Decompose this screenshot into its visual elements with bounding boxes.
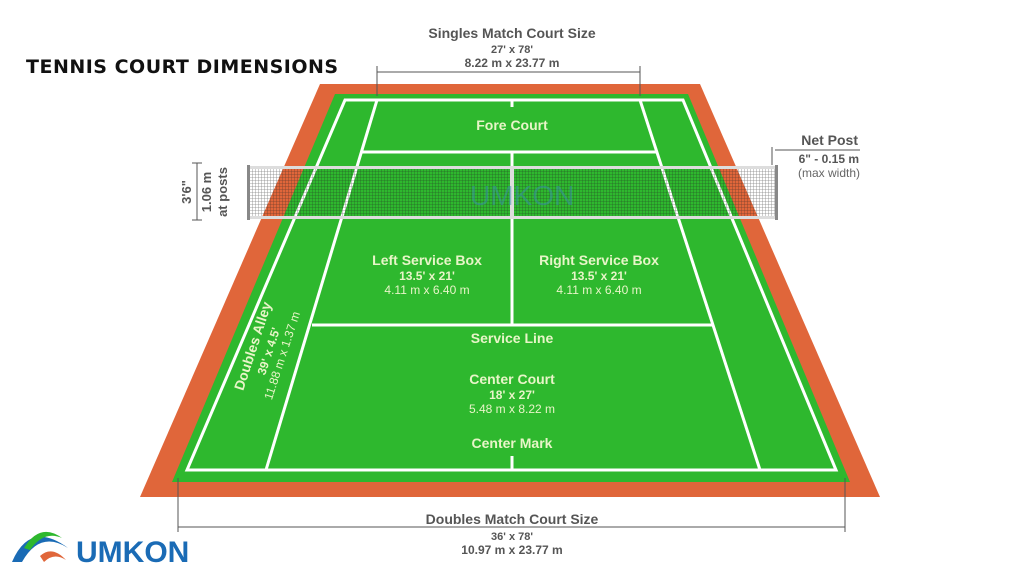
page-title: TENNIS COURT DIMENSIONS	[26, 56, 339, 78]
net-post-size: 6" - 0.15 m	[799, 152, 859, 166]
singles-size-label: Singles Match Court Size	[428, 25, 595, 41]
net-height-imperial: 3'6"	[179, 180, 194, 204]
left-service-box-label: Left Service Box	[372, 252, 482, 268]
singles-size-metric: 8.22 m x 23.77 m	[465, 56, 560, 70]
center-court-metric: 5.48 m x 8.22 m	[469, 402, 555, 416]
doubles-size-metric: 10.97 m x 23.77 m	[461, 543, 562, 557]
net-height-note: at posts	[215, 167, 230, 217]
center-mark-label: Center Mark	[472, 435, 553, 451]
right-service-box-metric: 4.11 m x 6.40 m	[556, 283, 641, 297]
doubles-size-label: Doubles Match Court Size	[426, 511, 599, 527]
net-post-note: (max width)	[798, 166, 860, 180]
net-post-right	[775, 165, 778, 220]
umkon-logo: UMKON	[12, 531, 189, 569]
net-post-label: Net Post	[801, 132, 858, 148]
net: UMKON	[247, 165, 778, 220]
right-service-box-label: Right Service Box	[539, 252, 659, 268]
service-line-label: Service Line	[471, 330, 554, 346]
doubles-size-imperial: 36' x 78'	[491, 531, 533, 543]
fore-court-label: Fore Court	[476, 117, 548, 133]
dimension-lines	[177, 66, 860, 532]
right-service-box-imperial: 13.5' x 21'	[571, 269, 627, 283]
watermark-logo: UMKON	[470, 180, 574, 211]
left-service-box-imperial: 13.5' x 21'	[399, 269, 455, 283]
net-height-metric: 1.06 m	[199, 172, 214, 212]
center-court-imperial: 18' x 27'	[489, 388, 535, 402]
net-post-left	[247, 165, 250, 220]
center-court-label: Center Court	[469, 371, 555, 387]
left-service-box-metric: 4.11 m x 6.40 m	[384, 283, 469, 297]
singles-size-imperial: 27' x 78'	[491, 44, 533, 56]
logo-text: UMKON	[76, 536, 189, 569]
